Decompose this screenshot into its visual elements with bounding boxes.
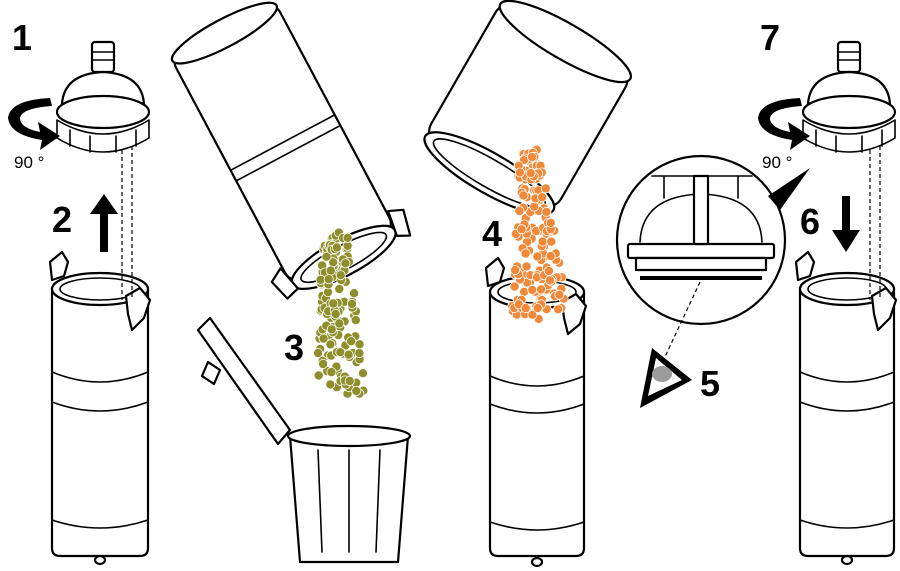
rotation-label-right: 90 ° [762, 153, 792, 172]
bead [323, 274, 334, 285]
up-arrow-icon [90, 194, 118, 252]
bead [331, 242, 342, 253]
new-beads [507, 144, 569, 324]
bead [545, 217, 556, 228]
bead [346, 298, 357, 309]
bead [357, 368, 368, 379]
rotate-arrow-icon [758, 98, 810, 150]
bead [516, 224, 527, 235]
bead [335, 347, 346, 358]
bead [532, 303, 543, 314]
step-number-2: 2 [52, 199, 72, 240]
bead [335, 270, 346, 281]
bead [330, 308, 341, 319]
cartridge-tilted [170, 1, 412, 300]
bead [350, 315, 361, 326]
detail-magnifier [615, 154, 787, 326]
bead [342, 232, 353, 243]
bead [520, 248, 531, 259]
cap-left [55, 40, 151, 153]
bead [537, 236, 548, 247]
bead [536, 284, 547, 295]
step-number-3: 3 [284, 327, 304, 368]
cap-right [801, 40, 897, 153]
down-arrow-icon [832, 196, 860, 252]
bead [326, 324, 337, 335]
bead [540, 183, 551, 194]
magnifier-pointer [768, 168, 810, 210]
bead [527, 284, 538, 295]
bead [351, 385, 362, 396]
bead [326, 367, 337, 378]
cartridge-left [48, 250, 152, 566]
bead [525, 168, 536, 179]
bead [553, 304, 564, 315]
bead [321, 251, 332, 262]
bead [340, 258, 351, 269]
bead [328, 298, 339, 309]
bead [354, 339, 365, 350]
bead [545, 275, 556, 286]
bead [520, 303, 531, 314]
step-number-7: 7 [760, 17, 780, 58]
bead [521, 261, 532, 272]
bead [510, 265, 521, 276]
bead [318, 358, 329, 369]
bead [529, 201, 540, 212]
step-number-5: 5 [700, 363, 720, 404]
bead [346, 336, 357, 347]
bead [349, 288, 360, 299]
used-beads [313, 227, 369, 399]
bead [546, 236, 557, 247]
bead [518, 190, 529, 201]
bead [313, 348, 324, 359]
bead [532, 251, 543, 262]
bead [527, 309, 538, 320]
rotation-label-left: 90 ° [14, 153, 44, 172]
bead [543, 265, 554, 276]
step-number-1: 1 [12, 17, 32, 58]
bead [313, 370, 324, 381]
trash-bin-icon [196, 316, 412, 564]
bead [354, 348, 365, 359]
bead [343, 349, 354, 360]
bead [545, 251, 556, 262]
bead [344, 375, 355, 386]
step-number-4: 4 [482, 213, 502, 254]
bead [541, 206, 552, 217]
bead [334, 283, 345, 294]
bead [514, 205, 525, 216]
bead [325, 339, 336, 350]
bead [554, 289, 565, 300]
bead [334, 318, 345, 329]
bead [325, 379, 336, 390]
bead [509, 281, 520, 292]
bead [325, 265, 336, 276]
rotate-arrow-icon [8, 98, 60, 150]
cartridge-right [794, 250, 898, 566]
eye-icon [640, 348, 692, 408]
bead [537, 192, 548, 203]
step-number-6: 6 [800, 201, 820, 242]
bead [527, 151, 538, 162]
bead [514, 167, 525, 178]
